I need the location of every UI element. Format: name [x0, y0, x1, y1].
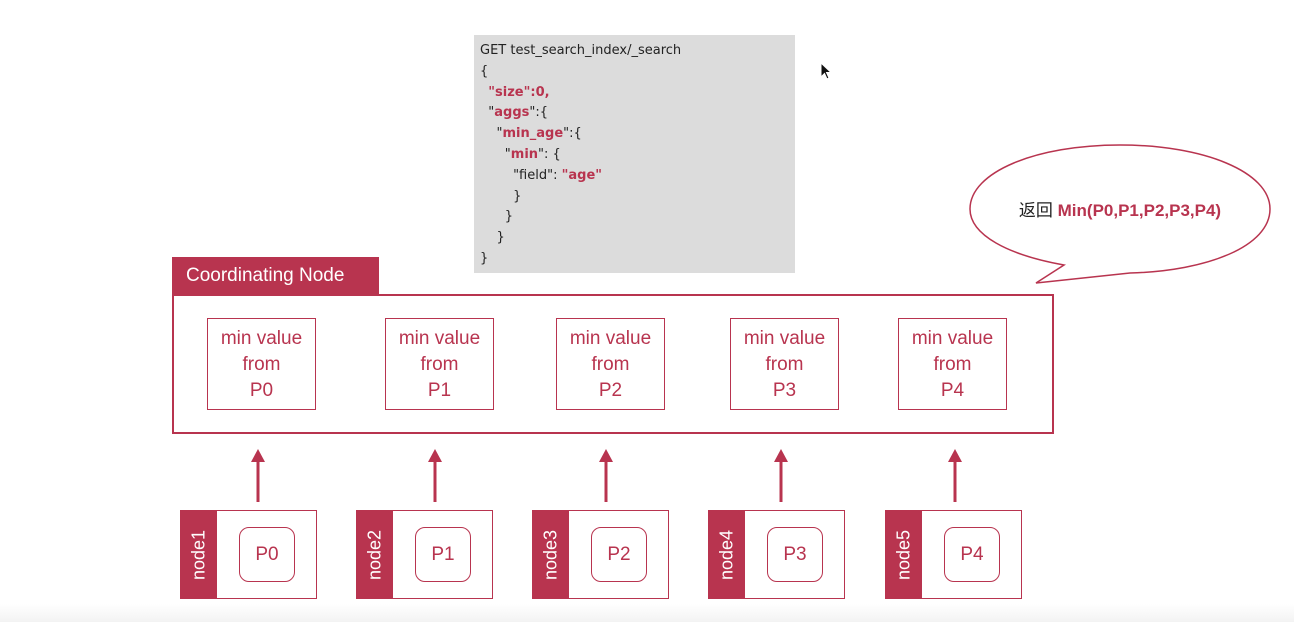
min-value-box-p2: min value from P2: [556, 318, 665, 410]
min-key: min: [510, 146, 539, 162]
close-brace: }: [480, 250, 489, 266]
code-line-open-brace: {: [480, 63, 489, 79]
node-label: node2: [364, 529, 385, 581]
code-line-close-min: }: [480, 187, 795, 208]
min-value-label: min value: [743, 328, 826, 349]
arrow-up-icon: [599, 449, 613, 502]
from-label: from: [420, 354, 459, 375]
arrow-up-icon: [948, 449, 962, 502]
min-quote: ": [504, 146, 511, 162]
size-key: "size": [488, 84, 531, 100]
data-node-5: node5 P4: [885, 510, 1022, 599]
code-line-min: "min": {: [480, 145, 795, 166]
arrow-up-icon: [428, 449, 442, 502]
code-line-size: "size":0,: [480, 83, 795, 104]
bottom-edge: [0, 604, 1294, 622]
shard-p2: P2: [591, 527, 647, 582]
speech-bubble: [969, 144, 1271, 284]
from-label: from: [591, 354, 630, 375]
node-tab: [357, 511, 393, 598]
close-brace: }: [496, 230, 505, 246]
node-label: node5: [893, 529, 914, 581]
data-node-2: node2 P1: [356, 510, 493, 599]
arrow-up-icon: [251, 449, 265, 502]
node-tab: [709, 511, 745, 598]
from-label: from: [242, 354, 281, 375]
field-value: "age": [561, 167, 603, 183]
shard-label: P3: [772, 380, 797, 401]
min-value-box-p0: min value from P0: [207, 318, 316, 410]
mouse-cursor-icon: [820, 62, 833, 80]
close-brace: }: [513, 188, 522, 204]
min-age-quote: ": [496, 126, 503, 142]
close-brace: }: [504, 209, 514, 225]
min-age-key: min_age: [502, 126, 564, 142]
bubble-text: 返回 Min(P0,P1,P2,P3,P4): [968, 196, 1272, 221]
node-tab: [886, 511, 922, 598]
shard-label: P4: [940, 380, 965, 401]
min-age-rest: ":{: [563, 126, 582, 142]
code-line-close-root: }: [480, 249, 795, 270]
code-line-field: "field": "age": [480, 166, 795, 187]
code-line-close-min-age: }: [480, 207, 795, 228]
shard-label: P1: [427, 380, 452, 401]
code-line-min-age: "min_age":{: [480, 124, 795, 145]
shard-p0: P0: [239, 527, 295, 582]
min-rest: ": {: [538, 146, 561, 162]
code-line-aggs: "aggs":{: [480, 103, 795, 124]
shard-p3: P3: [767, 527, 823, 582]
shard-p4: P4: [944, 527, 1000, 582]
size-value: :0,: [530, 84, 550, 100]
min-value-label: min value: [220, 328, 303, 349]
query-code-box: GET test_search_index/_search { "size":0…: [474, 35, 795, 273]
from-label: from: [933, 354, 972, 375]
node-label: node1: [188, 529, 209, 581]
field-key: "field":: [513, 167, 562, 183]
min-value-label: min value: [398, 328, 481, 349]
data-node-3: node3 P2: [532, 510, 669, 599]
data-node-4: node4 P3: [708, 510, 845, 599]
min-value-label: min value: [911, 328, 994, 349]
node-tab: [533, 511, 569, 598]
bubble-prefix: 返回: [1018, 201, 1058, 220]
coordinating-node-box: [172, 294, 1054, 434]
shard-label: P0: [249, 380, 274, 401]
node-label: node4: [716, 529, 737, 581]
code-line-close-aggs: }: [480, 228, 795, 249]
code-line-request: GET test_search_index/_search: [480, 43, 682, 58]
coordinating-node-title: Coordinating Node: [172, 257, 379, 295]
shard-p1: P1: [415, 527, 471, 582]
from-label: from: [765, 354, 804, 375]
node-label: node3: [540, 529, 561, 581]
bubble-expression: Min(P0,P1,P2,P3,P4): [1057, 201, 1222, 220]
node-tab: [181, 511, 217, 598]
aggs-rest: ":{: [529, 105, 549, 121]
min-value-box-p4: min value from P4: [898, 318, 1007, 410]
aggs-key: aggs: [494, 105, 530, 121]
data-node-1: node1 P0: [180, 510, 317, 599]
min-value-label: min value: [569, 328, 652, 349]
aggs-quote: ": [488, 105, 495, 121]
min-value-box-p1: min value from P1: [385, 318, 494, 410]
shard-label: P2: [598, 380, 623, 401]
arrow-up-icon: [774, 449, 788, 502]
min-value-box-p3: min value from P3: [730, 318, 839, 410]
